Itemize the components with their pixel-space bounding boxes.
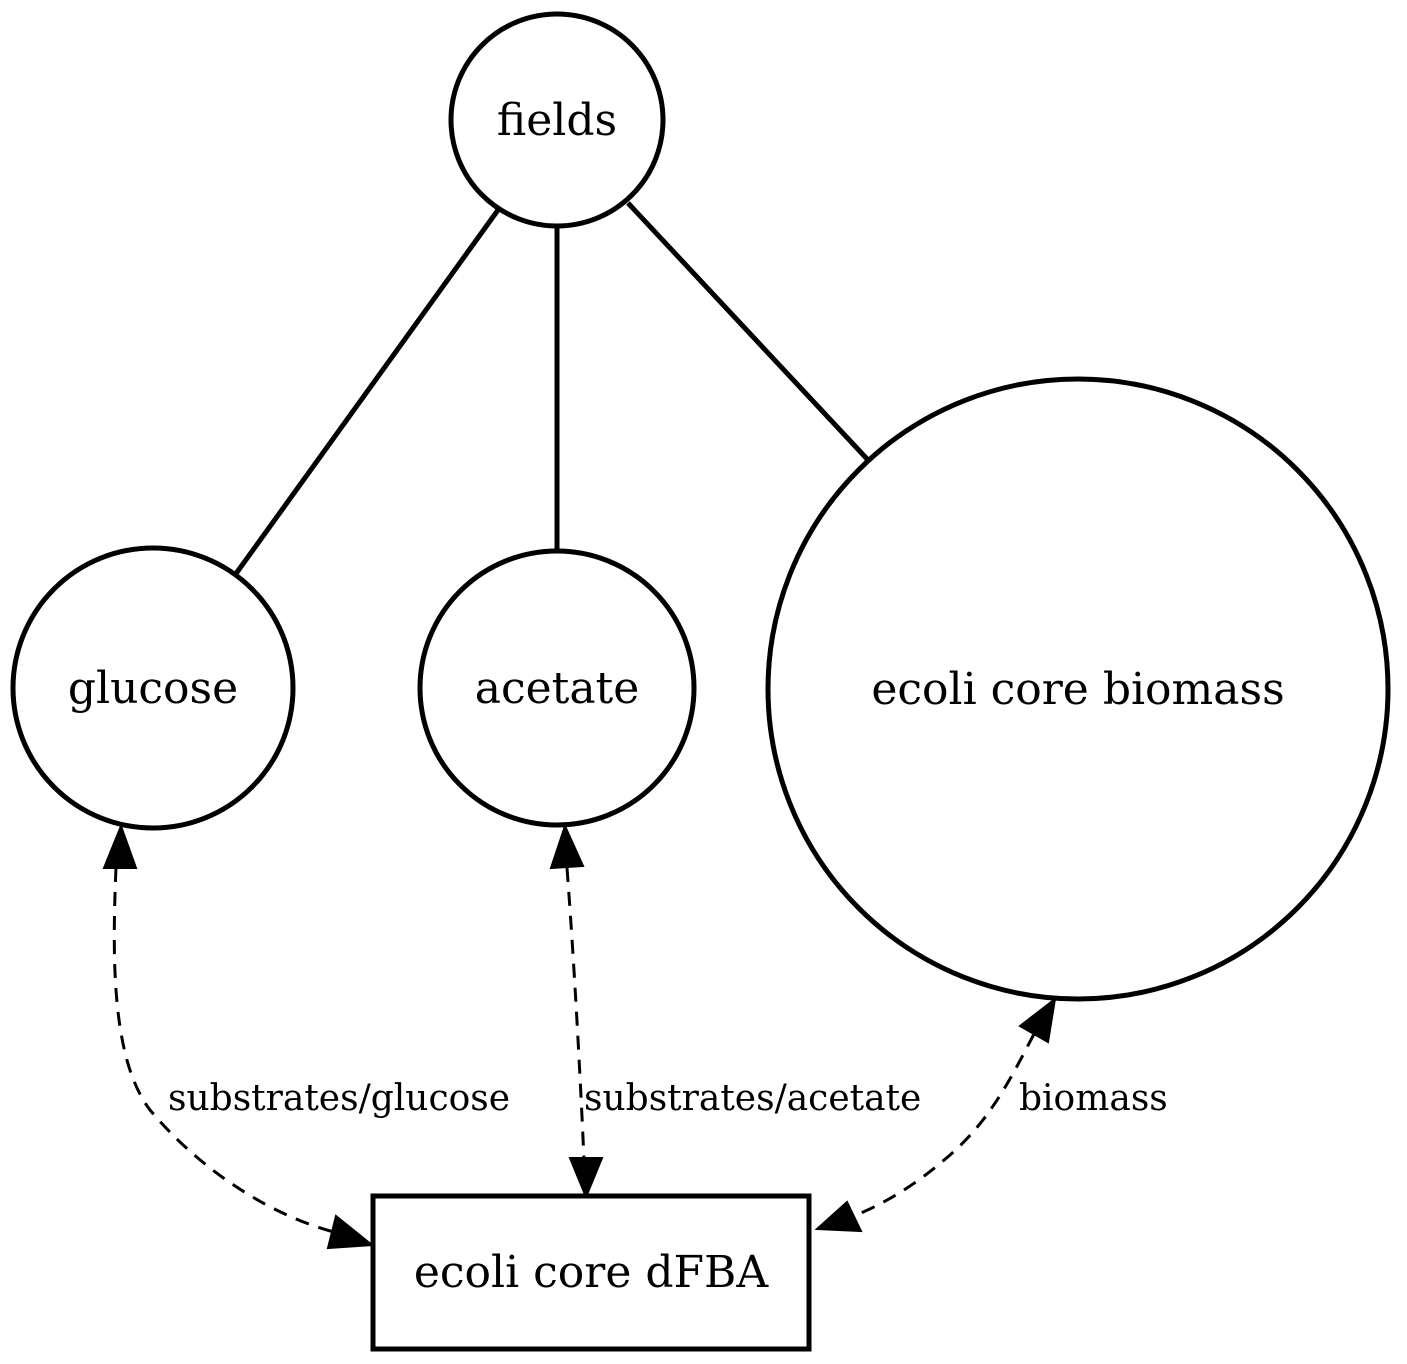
node-ecoli-core-dfba[interactable]: ecoli core dFBA xyxy=(370,1193,812,1352)
node-acetate[interactable]: acetate xyxy=(417,548,697,828)
edge-dfba-glucose xyxy=(112,867,335,1234)
node-acetate-circle xyxy=(417,548,697,828)
node-glucose[interactable]: glucose xyxy=(10,545,296,831)
edge-fields-glucose xyxy=(232,208,501,577)
edge-label-substrates-glucose: substrates/glucose xyxy=(168,1078,510,1119)
edge-label-substrates-acetate: substrates/acetate xyxy=(584,1078,921,1119)
node-ecoli-core-dfba-label: ecoli core dFBA xyxy=(414,1247,770,1298)
node-glucose-circle xyxy=(10,545,296,831)
edge-dfba-biomass xyxy=(853,1033,1036,1218)
node-ecoli-core-biomass[interactable]: ecoli core biomass xyxy=(765,376,1391,1002)
node-fields-circle xyxy=(448,11,666,229)
arrowhead-ecoli-core-biomass xyxy=(1018,996,1057,1044)
arrowhead-dfba-from-glucose xyxy=(326,1214,375,1250)
node-ecoli-core-biomass-label: ecoli core biomass xyxy=(871,664,1284,715)
arrowhead-glucose xyxy=(102,823,138,869)
node-glucose-label: glucose xyxy=(68,663,238,714)
arrowhead-dfba-from-biomass xyxy=(814,1200,863,1233)
node-acetate-label: acetate xyxy=(475,663,640,714)
node-fields[interactable]: fields xyxy=(448,11,666,229)
node-fields-label: fields xyxy=(497,95,617,146)
node-ecoli-core-dfba-box xyxy=(370,1193,812,1352)
edge-dfba-acetate xyxy=(565,867,586,1161)
edge-fields-ecoli-core-biomass xyxy=(626,201,870,462)
arrowhead-acetate xyxy=(549,823,585,870)
arrowhead-dfba-from-acetate xyxy=(568,1157,604,1200)
node-ecoli-core-biomass-circle xyxy=(765,376,1391,1002)
edge-label-biomass: biomass xyxy=(1019,1078,1168,1119)
